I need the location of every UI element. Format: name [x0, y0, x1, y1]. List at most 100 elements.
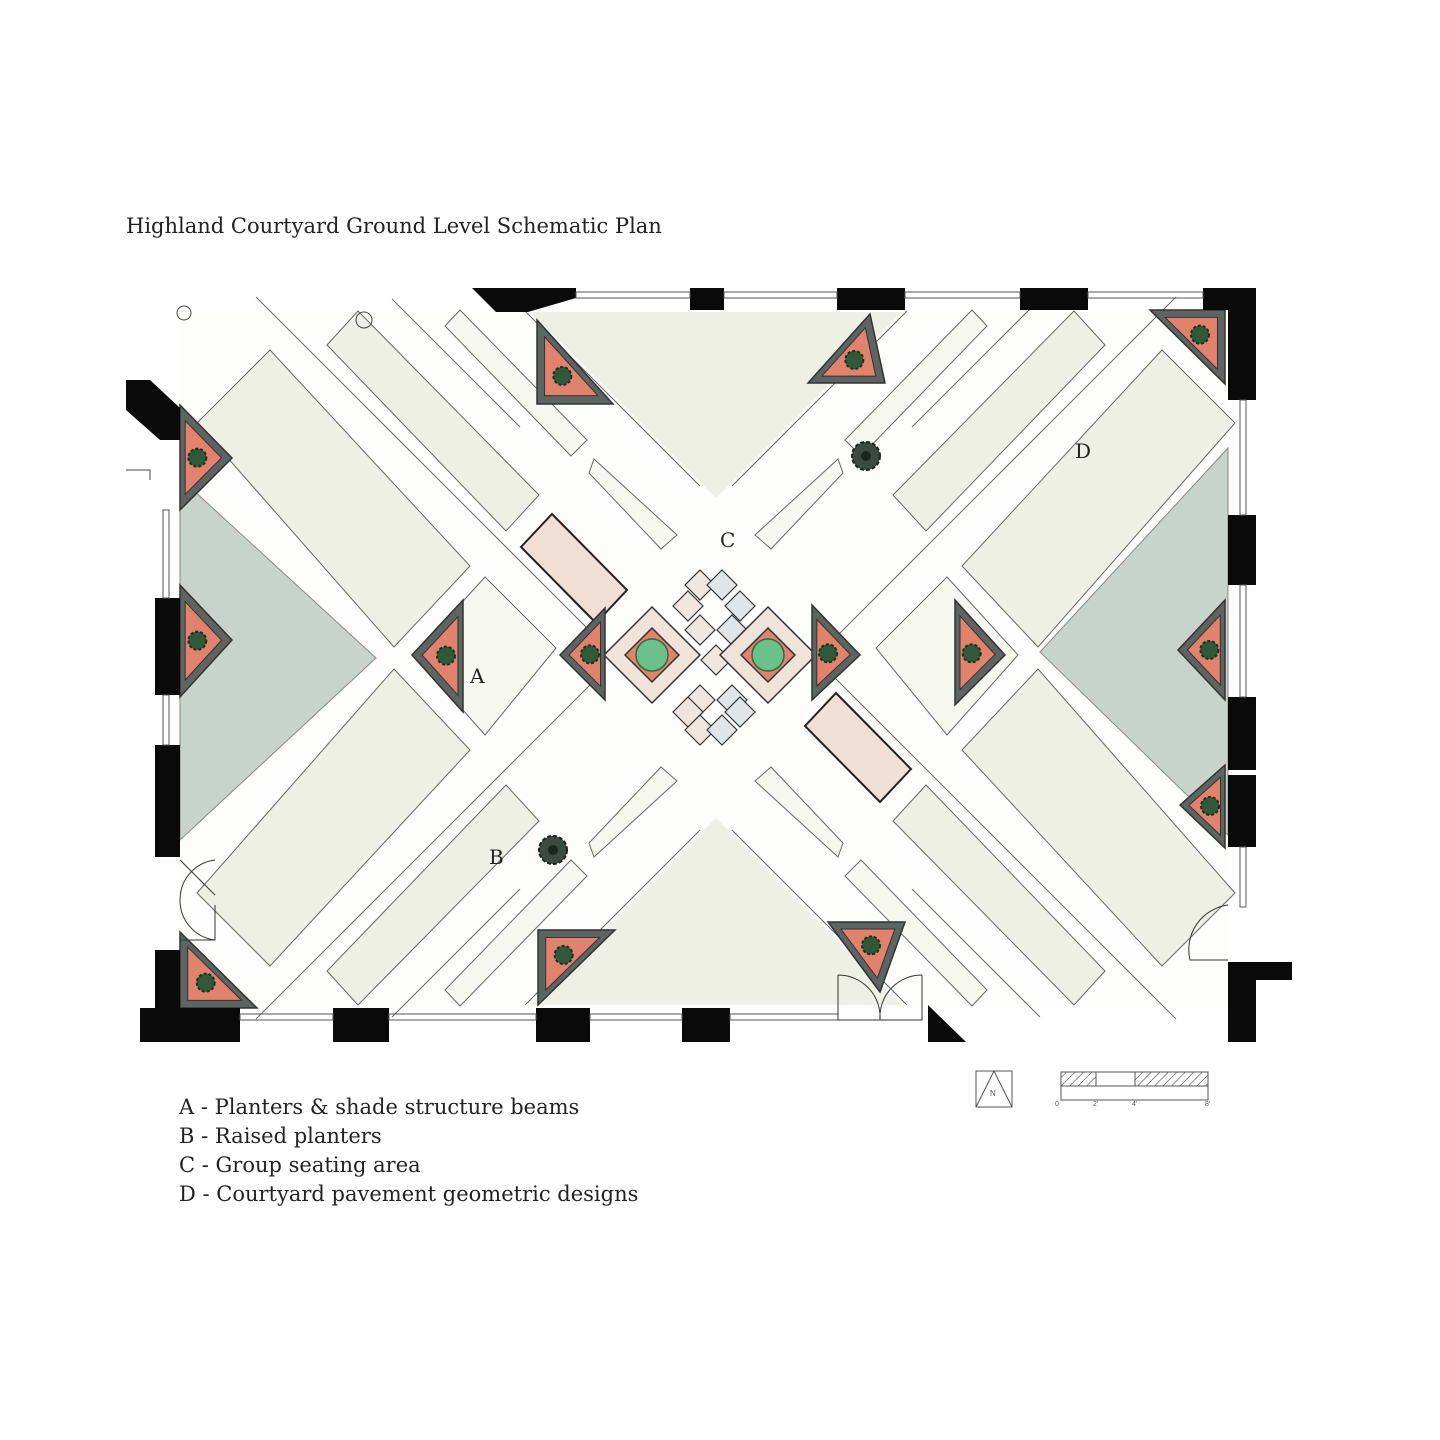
wall-segment [837, 288, 905, 310]
wall-segment [1228, 288, 1256, 400]
paving-strip [588, 766, 678, 858]
wall-segment [1228, 697, 1256, 770]
plant-icon [961, 643, 982, 664]
paving-strip [892, 310, 1106, 532]
seating-bench [519, 512, 629, 625]
plant-icon [580, 644, 600, 665]
paving-line [731, 310, 908, 487]
legend-item-c: C - Group seating area [179, 1153, 421, 1177]
seating-tile [706, 714, 738, 746]
window [162, 509, 170, 599]
paving-strip [326, 310, 540, 532]
paving-strip [844, 859, 988, 1007]
paving-panel [196, 349, 471, 648]
wall-corner [928, 1005, 966, 1042]
plant-icon [195, 972, 216, 993]
paving-strip [444, 859, 588, 1007]
doors-layer [179, 859, 1229, 1021]
seating-tile [724, 696, 756, 728]
planters-layer [179, 309, 1226, 1009]
paving-triangle-north [530, 312, 902, 498]
paving-line [831, 674, 1177, 1020]
legend: A - Planters & shade structure beams B -… [178, 1095, 638, 1206]
scale-tick: 0 [1055, 1101, 1059, 1108]
paving-triangle-south [530, 818, 902, 1005]
plant-icon [553, 945, 574, 965]
wall-segment [1228, 515, 1256, 585]
wall-segment [333, 1008, 389, 1042]
window [239, 1013, 334, 1021]
seating-tile [684, 614, 716, 646]
seating-tile [724, 590, 756, 622]
scale-tick: 4' [1132, 1101, 1137, 1108]
window [1239, 584, 1247, 698]
plant-icon [861, 935, 881, 956]
wall-segment [1228, 962, 1256, 1042]
wall-segment [140, 1008, 240, 1042]
paving-panel [961, 349, 1236, 648]
window [1239, 399, 1247, 516]
column-marker [355, 311, 373, 329]
page-title: Highland Courtyard Ground Level Schemati… [126, 214, 662, 238]
paving-strip [892, 784, 1106, 1006]
wall-segment [155, 598, 180, 695]
plan-label-d: D [1075, 439, 1091, 463]
legend-item-b: B - Raised planters [179, 1124, 382, 1148]
north-arrow: N [975, 1069, 1013, 1108]
paving-panel [961, 668, 1236, 967]
plant-icon [552, 366, 573, 386]
paving-line [831, 296, 1177, 642]
wall-segment [1228, 775, 1256, 847]
plant-icon [1190, 324, 1210, 345]
paving-panel [196, 668, 471, 967]
rosette-plant-core [548, 845, 558, 855]
window [575, 291, 691, 299]
window [388, 1013, 537, 1021]
window [589, 1013, 683, 1021]
window [729, 1013, 839, 1021]
paving-line [391, 298, 521, 428]
seating-bench [803, 691, 913, 804]
grey-paving-east [1039, 446, 1229, 837]
plant-icon [187, 447, 208, 468]
paving-panel-a [875, 576, 1019, 736]
legend-item-a: A - Planters & shade structure beams [178, 1095, 579, 1119]
paving-strip [326, 784, 540, 1006]
seating-tile [684, 569, 716, 601]
paving-lines [255, 296, 1177, 1020]
door-south [837, 974, 923, 1021]
column-marker [176, 305, 192, 321]
paving-strip [588, 458, 678, 550]
group-seating-center [602, 569, 818, 746]
plan-label-a: A [469, 664, 485, 688]
scale-tick: 8' [1205, 1101, 1210, 1108]
plan-label-c: C [720, 528, 735, 552]
paving-line [911, 888, 1041, 1018]
wall-corner [126, 380, 180, 440]
paving-strip [754, 766, 844, 858]
window [162, 694, 170, 746]
paving-line [391, 888, 521, 1018]
wall-corner [472, 288, 576, 312]
wall-segment [536, 1008, 590, 1042]
wall-segment [1020, 288, 1088, 310]
paving-line [255, 296, 601, 642]
north-arrow-label: N [990, 1089, 996, 1098]
seating-tile [672, 590, 704, 622]
door-east [1188, 904, 1229, 961]
paving-line [255, 674, 601, 1020]
wall-segment [155, 950, 180, 1015]
plant-icon [1200, 796, 1220, 816]
plant-icon [818, 643, 838, 664]
plant-icon [844, 350, 865, 370]
wall-segment [155, 745, 180, 857]
plan-label-b: B [489, 845, 504, 869]
shrub-icon [751, 638, 785, 672]
window [1239, 846, 1247, 908]
door-west [179, 859, 216, 941]
window [723, 291, 838, 299]
paving-line [911, 298, 1041, 428]
plant-icon [436, 645, 456, 666]
scale-bar: 0 2' 4' 8' [1055, 1071, 1210, 1108]
